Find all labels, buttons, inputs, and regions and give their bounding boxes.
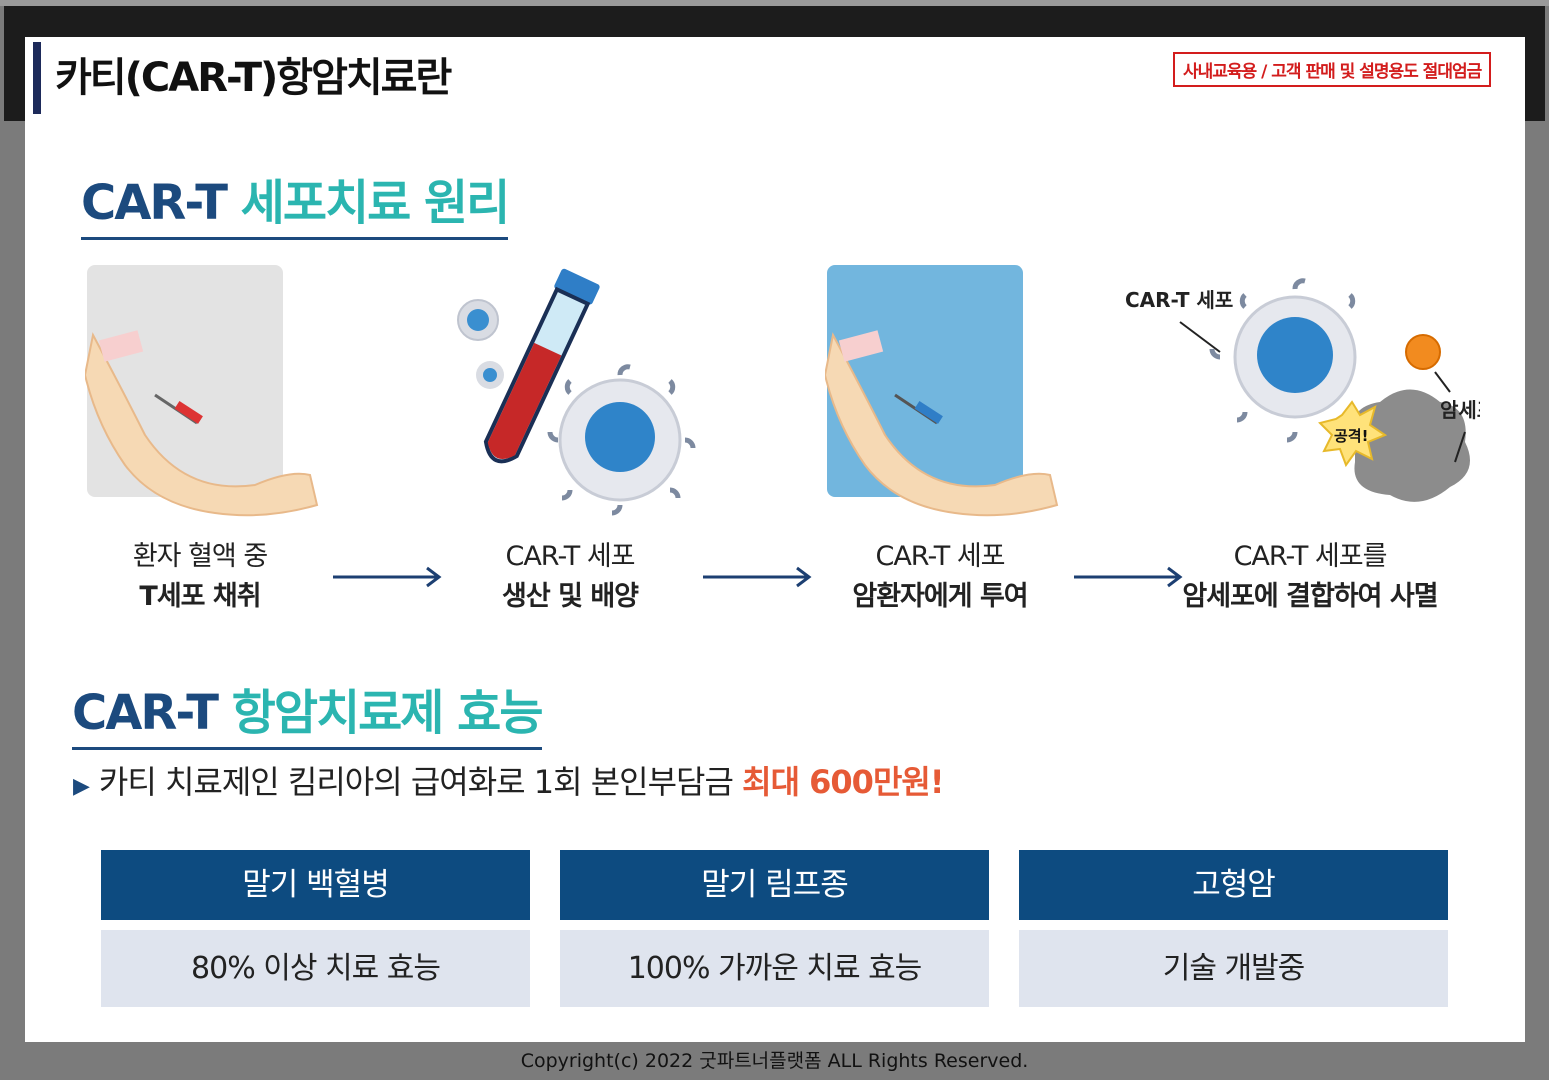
step-caption-1: 환자 혈액 중 T세포 채취 [50, 537, 350, 617]
test-tube-illustration [457, 268, 696, 516]
step-arrow-1 [333, 566, 442, 588]
column-title-leukemia: 말기 백혈병 [101, 850, 530, 920]
infusion-illustration [825, 265, 1059, 517]
section-heading-efficacy: CAR-T 항암치료제 효능 [72, 673, 544, 750]
heading-efficacy-dark: CAR-T [72, 685, 219, 741]
step-caption-3: CAR-T 세포 암환자에게 투여 [790, 537, 1090, 617]
heading-principle-teal: 세포치료 원리 [240, 175, 511, 231]
step-4-line1: CAR-T 세포를 [1233, 541, 1388, 572]
bullet-line: ▶ 카티 치료제인 킴리아의 급여화로 1회 본인부담금 최대 600만원! [73, 757, 944, 803]
step-4-line2: 암세포에 결합하여 사멸 [1182, 581, 1438, 612]
footer: Copyright(c) 2022 굿파트너플랫폼 ALL Rights Res… [0, 1044, 1549, 1080]
slide-title: 카티(CAR-T)항암치료란 [33, 42, 452, 114]
label-cart-cell: CAR-T 세포 [1125, 288, 1233, 312]
step-1-line2: T세포 채취 [139, 581, 261, 612]
copyright-text: Copyright(c) 2022 굿파트너플랫폼 ALL Rights Res… [520, 1050, 1029, 1072]
column-value-solid-cancer: 기술 개발중 [1019, 930, 1448, 1007]
bullet-highlight: 최대 600만원! [742, 763, 944, 801]
column-title-lymphoma: 말기 림프종 [560, 850, 989, 920]
column-value-leukemia: 80% 이상 치료 효능 [101, 930, 530, 1007]
column-title-solid-cancer: 고형암 [1019, 850, 1448, 920]
window-top-strip [0, 0, 1549, 6]
column-value-lymphoma: 100% 가까운 치료 효능 [560, 930, 989, 1007]
step-arrow-2 [703, 566, 812, 588]
heading-efficacy-teal: 항암치료제 효능 [231, 685, 544, 741]
blood-draw-illustration [85, 265, 319, 517]
confidential-notice-text: 사내교육용 / 고객 판매 및 설명용도 절대엄금 [1183, 62, 1482, 82]
step-caption-2: CAR-T 세포 생산 및 배양 [420, 537, 720, 617]
confidential-notice: 사내교육용 / 고객 판매 및 설명용도 절대엄금 [1173, 52, 1492, 87]
step-2-line1: CAR-T 세포 [505, 541, 635, 572]
label-cancer-cell: 암세포 [1440, 398, 1480, 422]
step-3-line2: 암환자에게 투여 [852, 581, 1028, 612]
step-2-line2: 생산 및 배양 [502, 581, 639, 612]
step-3-line1: CAR-T 세포 [875, 541, 1005, 572]
step-caption-4: CAR-T 세포를 암세포에 결합하여 사멸 [1160, 537, 1460, 617]
bullet-text: 카티 치료제인 킴리아의 급여화로 1회 본인부담금 [98, 763, 743, 801]
triangle-bullet-icon: ▶ [73, 774, 90, 799]
step-1-line1: 환자 혈액 중 [132, 541, 268, 572]
slide-title-text: 카티(CAR-T)항암치료란 [55, 55, 452, 101]
label-attack: 공격! [1334, 427, 1368, 445]
attack-illustration: CAR-T 세포 공격! 암세포 [1125, 278, 1480, 502]
step-arrow-3 [1074, 566, 1183, 588]
slide: 카티(CAR-T)항암치료란 사내교육용 / 고객 판매 및 설명용도 절대엄금… [25, 37, 1525, 1042]
section-heading-principle: CAR-T 세포치료 원리 [81, 163, 511, 240]
heading-principle-dark: CAR-T [81, 175, 228, 231]
